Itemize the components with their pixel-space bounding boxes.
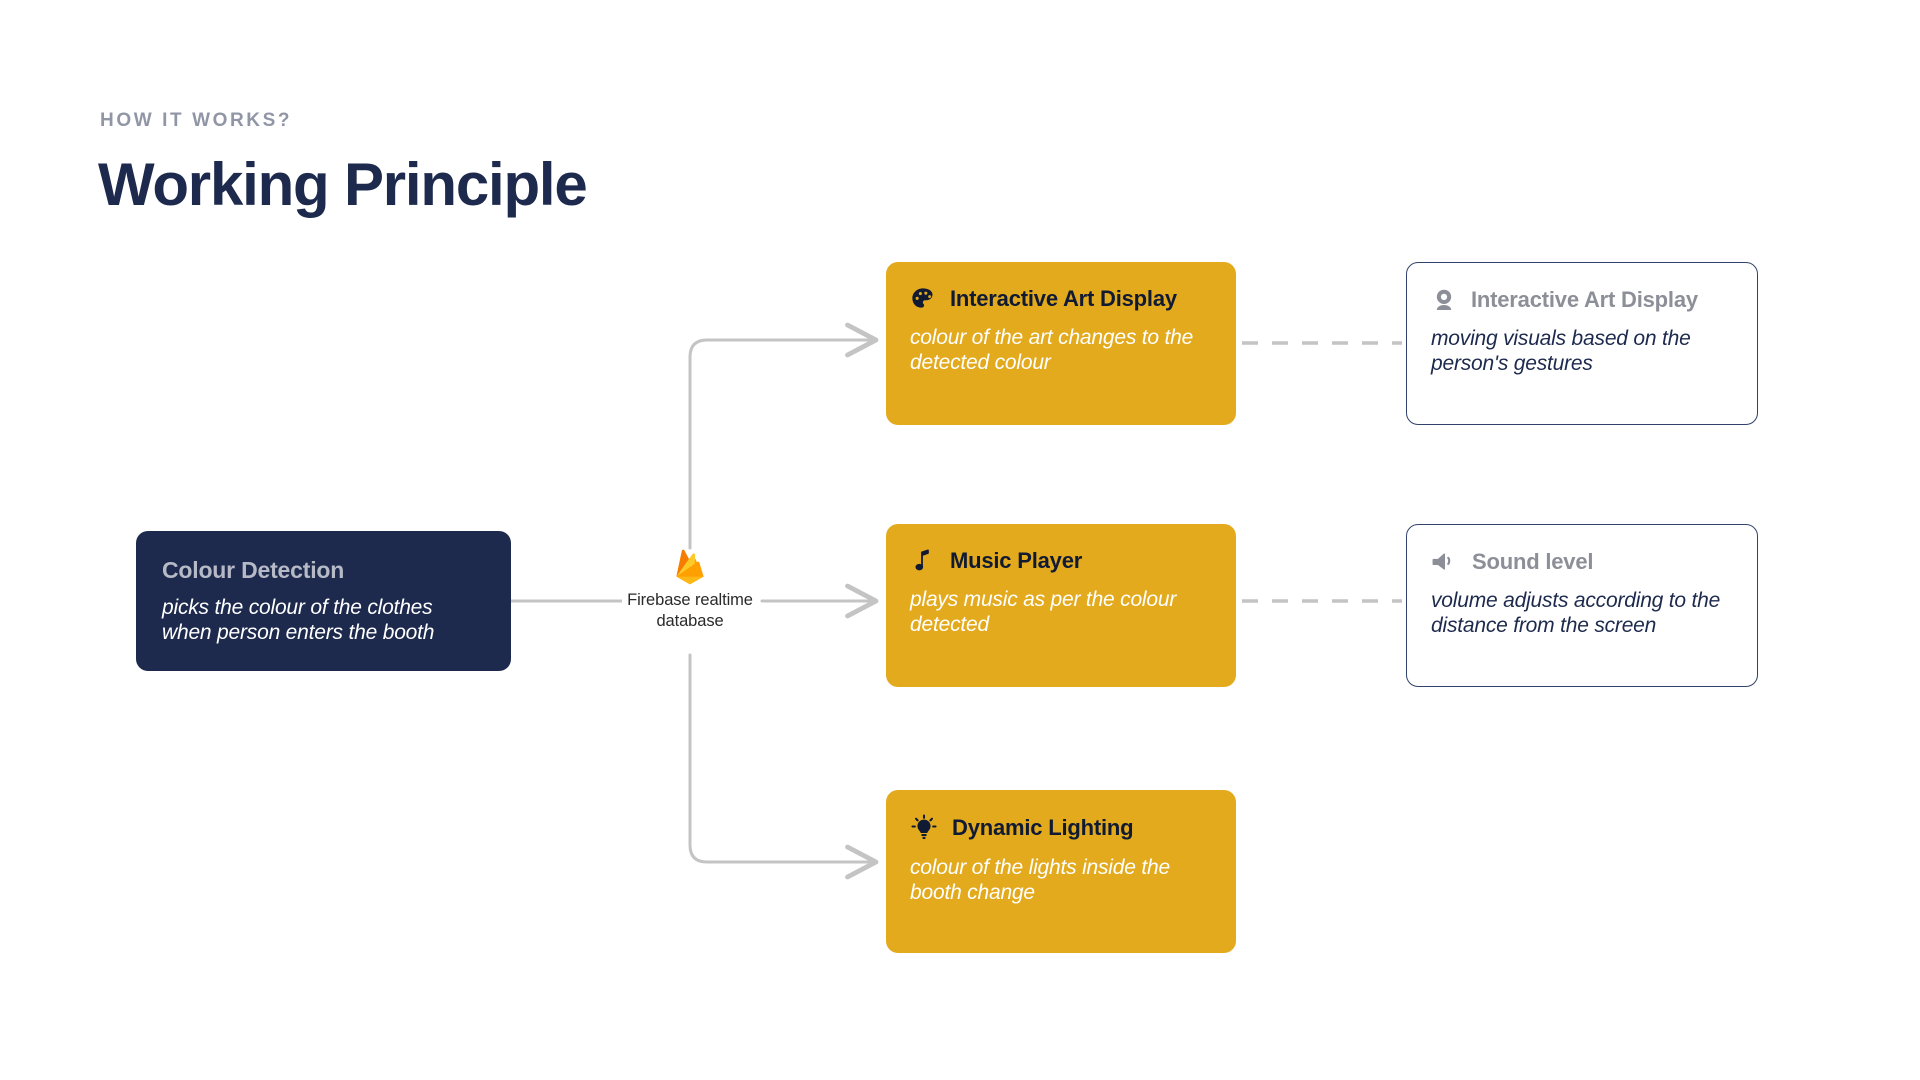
lightbulb-icon [911, 814, 937, 839]
card-title: Interactive Art Display [950, 286, 1177, 311]
card-header: Dynamic Lighting [910, 814, 1212, 842]
card-description: picks the colour of the clothes when per… [162, 596, 435, 644]
wire-hub-to-art [688, 322, 879, 550]
card-header: Colour Detection [162, 557, 485, 584]
card-title: Dynamic Lighting [952, 815, 1134, 840]
card-description: plays music as per the colour detected [910, 588, 1177, 636]
card-title: Music Player [950, 548, 1083, 573]
speaker-volume-icon [1432, 553, 1451, 570]
music-note-icon [915, 549, 929, 571]
card-description: colour of the lights inside the booth ch… [910, 856, 1170, 904]
firebase-hub-label: Firebase realtime database [624, 590, 756, 633]
card-header: Interactive Art Display [910, 286, 1212, 312]
firebase-flame-icon [676, 549, 704, 585]
card-header: Music Player [910, 548, 1212, 574]
card-description: volume adjusts according to the distance… [1431, 589, 1721, 637]
card-header: Sound level [1431, 549, 1733, 575]
card-outcome-gestures[interactable]: Interactive Art Display moving visuals b… [1406, 262, 1758, 425]
card-description: moving visuals based on the person's ges… [1431, 327, 1691, 375]
palette-icon [912, 288, 933, 308]
wire-hub-to-lighting [688, 653, 879, 880]
card-colour-detection[interactable]: Colour Detection picks the colour of the… [136, 531, 511, 671]
firebase-label-line2: database [656, 612, 724, 631]
card-dynamic-lighting[interactable]: Dynamic Lighting colour of the lights in… [886, 790, 1236, 953]
firebase-label-line1: Firebase realtime [627, 591, 753, 609]
section-eyebrow: HOW IT WORKS? [100, 110, 293, 131]
card-title: Colour Detection [162, 557, 345, 583]
webcam-icon [1436, 289, 1452, 310]
card-title: Interactive Art Display [1471, 287, 1698, 312]
firebase-hub[interactable]: Firebase realtime database [624, 548, 756, 633]
page-title: Working Principle [98, 151, 588, 218]
card-interactive-art-display[interactable]: Interactive Art Display colour of the ar… [886, 262, 1236, 425]
card-outcome-sound-level[interactable]: Sound level volume adjusts according to … [1406, 524, 1758, 687]
card-music-player[interactable]: Music Player plays music as per the colo… [886, 524, 1236, 687]
card-description: colour of the art changes to the detecte… [910, 326, 1194, 374]
card-header: Interactive Art Display [1431, 287, 1733, 313]
card-title: Sound level [1472, 549, 1594, 574]
